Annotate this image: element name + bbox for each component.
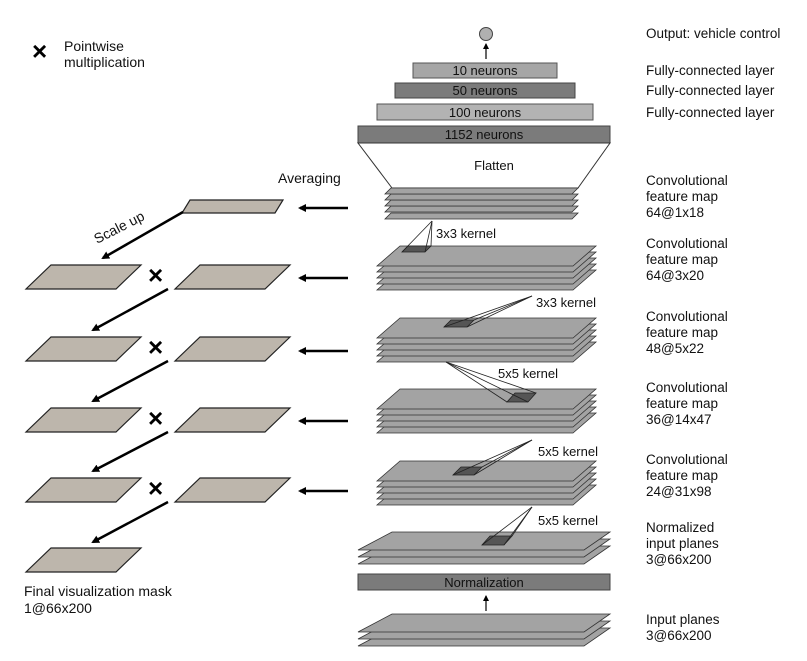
input-plane	[357, 613, 612, 633]
dense-bar	[394, 82, 576, 99]
feature-plane	[375, 317, 598, 339]
legend-multiply-symbol: ×	[32, 36, 47, 66]
conv-label-dims: 64@3x20	[646, 268, 704, 283]
final-mask-label-line1: Final visualization mask	[24, 583, 173, 599]
legend-label-line1: Pointwise	[64, 38, 124, 54]
feature-plane	[384, 199, 579, 207]
feature-plane	[384, 212, 579, 220]
kernel-label: 3x3 kernel	[436, 226, 496, 241]
dense-side-label: Fully-connected layer	[646, 63, 775, 78]
scaled-mask	[24, 264, 143, 290]
feature-plane	[375, 245, 598, 267]
scale-up-arrow	[101, 210, 184, 260]
conv-feature-map-64x1x18	[384, 187, 579, 220]
feature-plane	[375, 460, 598, 482]
feature-plane	[375, 388, 598, 410]
multiply-symbol: ×	[148, 332, 163, 362]
dense-side-label: Fully-connected layer	[646, 105, 775, 120]
conv-label-line1: Convolutional	[646, 380, 728, 395]
normalization-label: Normalization	[444, 575, 523, 590]
conv-label-line2: feature map	[646, 189, 718, 204]
dense-layer-1152: 1152 neurons	[357, 125, 611, 144]
kernel-label: 5x5 kernel	[498, 366, 558, 381]
dense-neurons-label: 1152 neurons	[445, 127, 524, 142]
conv-label-line2: feature map	[646, 396, 718, 411]
legend-label-line2: multiplication	[64, 54, 145, 70]
multiply-symbol: ×	[148, 473, 163, 503]
output-node	[479, 27, 493, 41]
conv-label-dims: 36@14x47	[646, 412, 712, 427]
conv-feature-map-36x14x47	[375, 361, 598, 434]
final-mask-label-dims: 1@66x200	[24, 600, 92, 616]
feature-plane	[384, 187, 579, 195]
final-visualization-mask	[24, 547, 143, 573]
input-plane	[357, 531, 612, 551]
scale-up-arrow	[91, 359, 169, 403]
scale-up-arrow	[91, 430, 169, 473]
normalized-label-line2: input planes	[646, 536, 719, 551]
averaged-map	[173, 264, 292, 290]
normalized-label-dims: 3@66x200	[646, 552, 712, 567]
input-label-line1: Input planes	[646, 612, 720, 627]
feature-plane	[384, 205, 579, 213]
normalized-label-line1: Normalized	[646, 520, 714, 535]
scaled-mask	[24, 407, 143, 433]
dense-layer-10: 10 neurons Fully-connected layer	[412, 62, 775, 79]
kernel-label: 3x3 kernel	[536, 295, 596, 310]
flatten-label: Flatten	[474, 158, 514, 173]
dense-bar	[412, 62, 558, 79]
dense-layer-100: 100 neurons Fully-connected layer	[376, 103, 775, 121]
normalized-input-planes	[357, 506, 612, 565]
scale-up-arrow	[91, 287, 169, 332]
averaged-map	[173, 477, 292, 503]
output-label: Output: vehicle control	[646, 26, 780, 41]
dense-bar	[376, 103, 594, 121]
averaging-label: Averaging	[278, 170, 341, 186]
conv-label-dims: 48@5x22	[646, 341, 704, 356]
conv-label-dims: 64@1x18	[646, 205, 704, 220]
conv-label-line2: feature map	[646, 325, 718, 340]
input-planes	[357, 613, 612, 647]
kernel-label: 5x5 kernel	[538, 513, 598, 528]
dense-neurons-label: 10 neurons	[452, 63, 518, 78]
dense-layer-50: 50 neurons Fully-connected layer	[394, 82, 775, 99]
kernel-label: 5x5 kernel	[538, 444, 598, 459]
dense-side-label: Fully-connected layer	[646, 83, 775, 98]
scaled-mask	[24, 336, 143, 362]
conv-label-line1: Convolutional	[646, 173, 728, 188]
multiply-symbol: ×	[148, 403, 163, 433]
scale-up-label: Scale up	[91, 208, 147, 247]
conv-label-line1: Convolutional	[646, 236, 728, 251]
normalization-bar	[357, 573, 611, 591]
scale-up-arrow	[91, 500, 169, 544]
conv-feature-map-24x31x98	[375, 439, 598, 506]
dense-neurons-label: 50 neurons	[452, 83, 518, 98]
conv-label-line1: Convolutional	[646, 452, 728, 467]
conv-label-dims: 24@31x98	[646, 484, 712, 499]
conv-label-line2: feature map	[646, 468, 718, 483]
averaged-map	[173, 336, 292, 362]
conv-feature-map-64x3x20	[375, 220, 598, 291]
input-label-dims: 3@66x200	[646, 628, 712, 643]
averaged-map	[173, 407, 292, 433]
averaged-map	[180, 199, 285, 214]
multiply-symbol: ×	[148, 260, 163, 290]
conv-label-line2: feature map	[646, 252, 718, 267]
feature-plane	[384, 193, 579, 201]
scaled-mask	[24, 477, 143, 503]
dense-neurons-label: 100 neurons	[449, 105, 522, 120]
conv-label-line1: Convolutional	[646, 309, 728, 324]
conv-feature-map-48x5x22	[375, 295, 598, 363]
